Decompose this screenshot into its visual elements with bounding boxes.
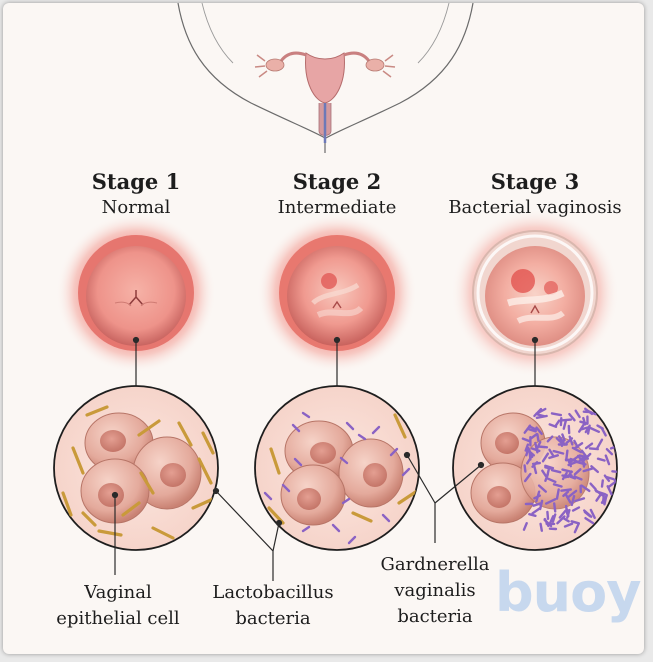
gardnerella-bacterium [615,419,620,422]
magnified-view-stage-1 [54,386,218,550]
label-lactobacillus-line-2: bacteria [198,606,348,632]
gardnerella-bacterium [614,410,622,413]
magnified-view-stage-3 [453,386,622,550]
gardnerella-bacterium [567,510,568,516]
gardnerella-bacterium [541,524,542,531]
gardnerella-bacterium [613,408,617,414]
stage-1-subtitle: Normal [56,197,216,218]
gardnerella-bacterium [539,447,547,448]
label-epithelial-cell: Vaginal epithelial cell [43,580,193,632]
gardnerella-bacterium [601,525,606,530]
gardnerella-bacterium [602,480,603,486]
label-lactobacillus: Lactobacillus bacteria [198,580,348,632]
gardnerella-bacterium [557,490,559,499]
label-gardnerella-line-2: vaginalis [365,578,505,604]
gardnerella-bacterium [563,476,572,477]
gardnerella-bacterium [561,490,570,491]
gardnerella-bacterium [545,467,551,468]
label-gardnerella-line-1: Gardnerella [365,552,505,578]
body-illustration [178,3,473,153]
stage-2-title: Stage 2 [277,169,397,194]
gardnerella-bacterium [547,512,548,519]
gardnerella-bacterium [525,466,526,472]
stage-1-title: Stage 1 [76,169,196,194]
diagram-artwork [3,3,644,654]
gardnerella-bacterium [612,471,620,472]
gardnerella-bacterium [537,434,538,440]
stage-3-title: Stage 3 [475,169,595,194]
gardnerella-bacterium [562,440,564,446]
diagram-frame: Stage 1 Normal Stage 2 Intermediate Stag… [3,3,644,654]
gardnerella-bacterium [538,415,544,417]
label-lactobacillus-line-1: Lactobacillus [198,580,348,606]
label-epithelial-line-2: epithelial cell [43,606,193,632]
gardnerella-bacterium [534,466,536,473]
gardnerella-bacterium [604,520,606,528]
gardnerella-bacterium [554,503,555,511]
gardnerella-bacterium [610,510,616,516]
gardnerella-bacterium [616,525,620,530]
gardnerella-bacterium [608,518,612,527]
gardnerella-bacterium [566,451,567,461]
buoy-logo: buoy [495,561,640,624]
stage-3-subtitle: Bacterial vaginosis [430,197,640,218]
gardnerella-bacterium [615,514,620,518]
stage-2-subtitle: Intermediate [252,197,422,218]
gardnerella-bacterium [552,413,561,415]
gardnerella-bacterium [613,505,620,507]
label-gardnerella: Gardnerella vaginalis bacteria [365,552,505,630]
label-gardnerella-line-3: bacteria [365,604,505,630]
label-epithelial-line-1: Vaginal [43,580,193,606]
